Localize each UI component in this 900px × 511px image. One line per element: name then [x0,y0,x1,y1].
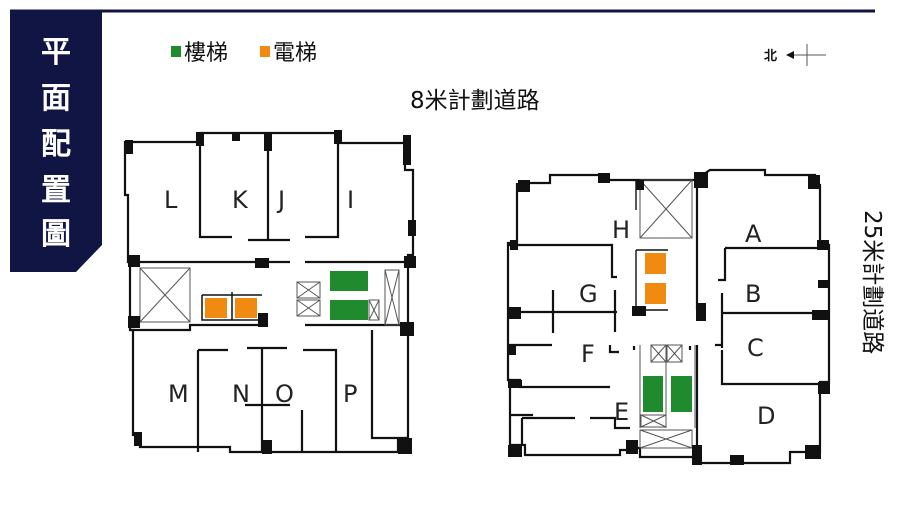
title-char: 平 [41,35,71,70]
unit-label: E [614,398,629,426]
right-building [506,168,831,465]
unit-label: C [747,334,764,362]
unit-label: O [275,380,294,408]
title-char: 圖 [41,217,71,252]
stairs-legend-swatch [171,46,181,57]
right-road-label: 25米計劃道路 [859,210,885,355]
stairwell [671,376,692,412]
top-road-label: 8米計劃道路 [410,88,540,114]
unit-label: P [343,380,357,408]
unit-label: L [164,186,178,214]
legend-stairs-label: 樓梯 [184,41,228,66]
title-char: 面 [41,81,71,116]
elevator-shaft [235,298,257,318]
unit-label: A [745,220,762,248]
unit-label: D [757,402,775,430]
title-char: 置 [41,173,71,208]
elevator-legend-swatch [260,46,270,57]
elevator-shaft [645,283,666,304]
stairwell [330,271,368,291]
elevator-shaft [205,298,227,318]
unit-label: H [612,216,630,244]
unit-label: I [347,186,354,214]
unit-label: J [276,186,285,214]
stairwell [330,300,368,320]
elevator-shaft [645,253,666,274]
title-banner [10,10,102,272]
left-building [123,130,416,454]
north-arrow-icon [786,44,826,66]
unit-label: K [232,186,249,214]
north-label: 北 [764,49,777,64]
unit-label: F [581,340,595,368]
unit-label: G [579,280,598,308]
stairwell [643,376,663,412]
title-char: 配 [41,127,71,162]
unit-label: M [168,380,189,408]
unit-label: B [745,280,761,308]
unit-label: N [232,380,250,408]
legend-elevator-label: 電梯 [273,41,317,66]
